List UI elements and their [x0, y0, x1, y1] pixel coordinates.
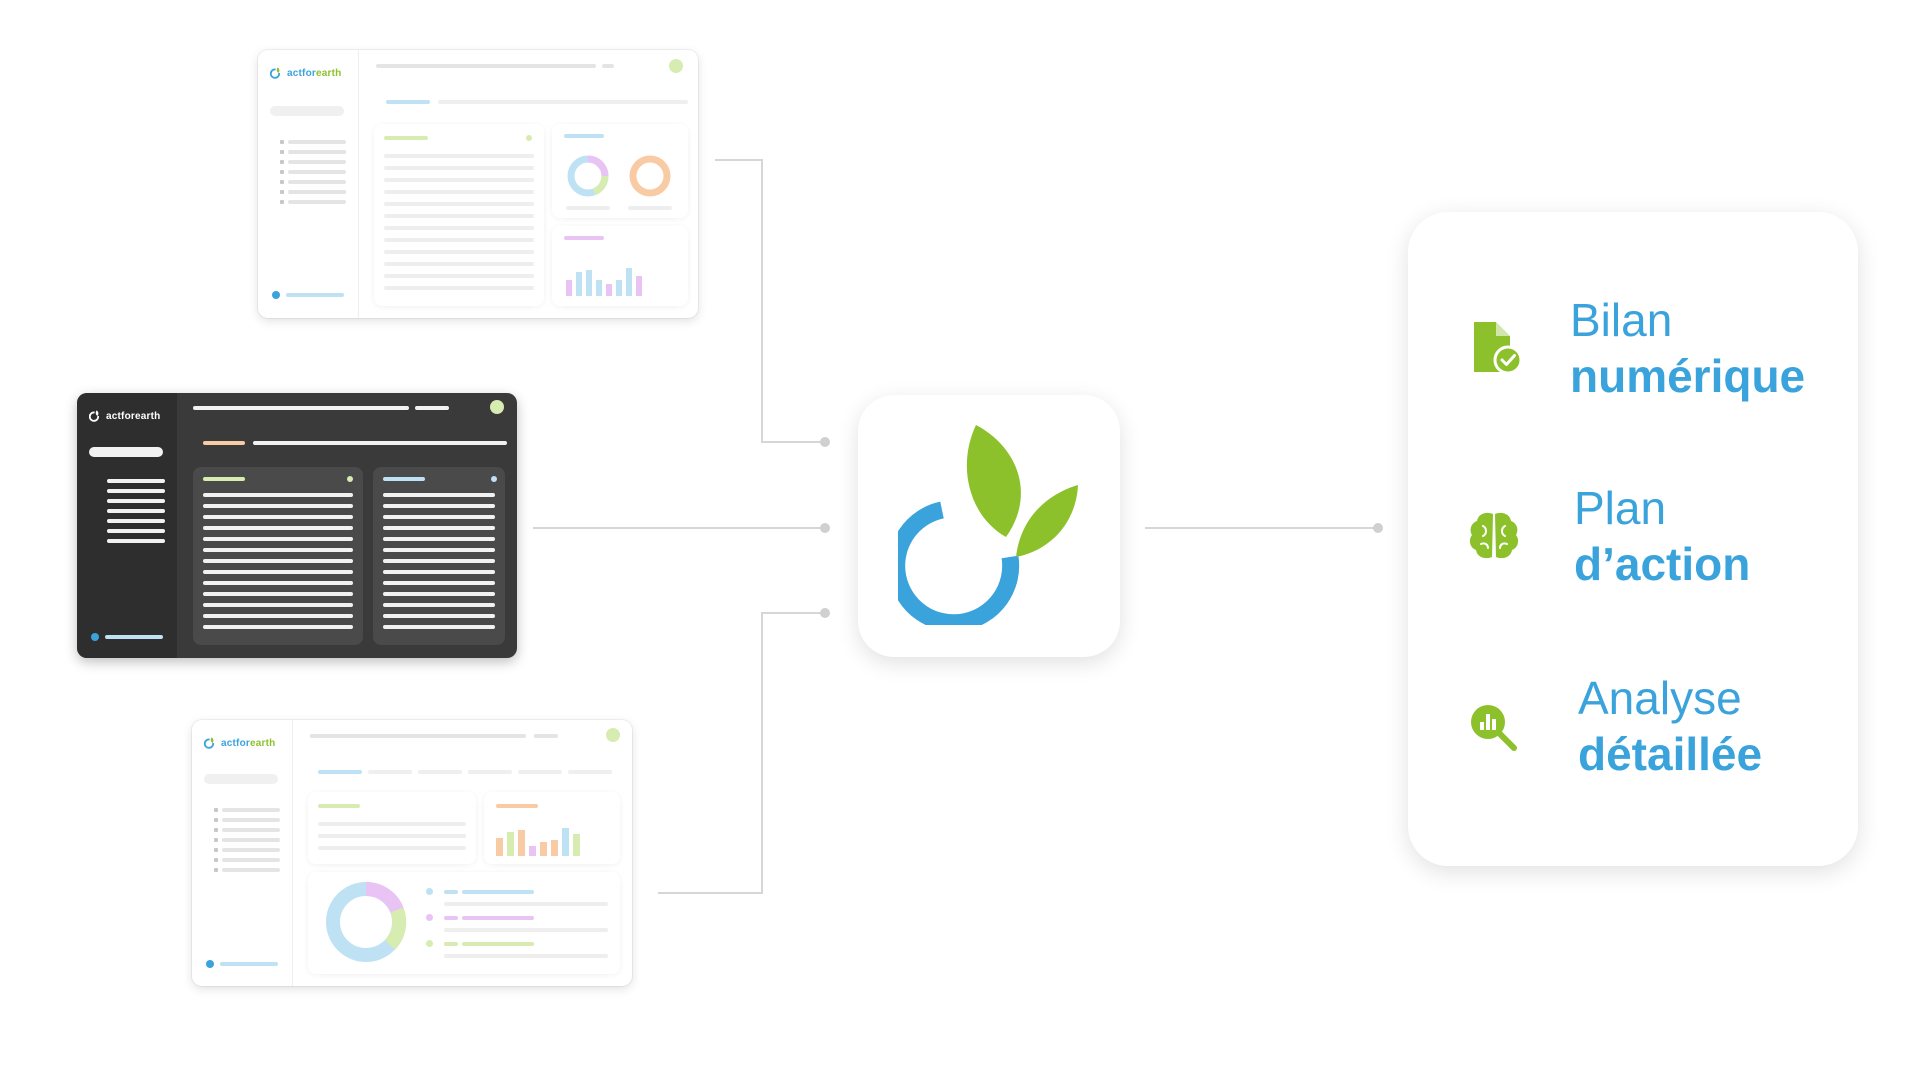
- actforearth-logo-icon: [204, 737, 215, 749]
- avatar: [490, 400, 504, 414]
- connector-dot: [820, 523, 830, 533]
- mockup-text-panel: [308, 792, 476, 864]
- bar-chart-icon: [496, 828, 580, 856]
- mockup-bars-panel: [552, 226, 688, 306]
- feature-title-line2: détaillée: [1578, 728, 1763, 780]
- document-check-icon: [1474, 322, 1523, 375]
- donut-chart-icon: [629, 155, 671, 197]
- mockup-search: [204, 774, 278, 784]
- features-card: Bilan numérique Plan d’action Analyse dé…: [1408, 212, 1858, 866]
- mockup-donut-panel: [308, 872, 620, 974]
- feature-title-line1: Plan: [1574, 482, 1667, 534]
- bar-chart-icon: [566, 268, 642, 296]
- mockup-search: [270, 106, 344, 116]
- mockup-list-panel: [193, 467, 363, 645]
- chart-search-icon: [1471, 705, 1517, 751]
- connector-dot: [820, 437, 830, 447]
- actforearth-logo-icon: [89, 410, 100, 422]
- donut-chart-icon: [326, 881, 407, 962]
- actforearth-logo-icon: [898, 425, 1078, 625]
- feature-title-line2: numérique: [1570, 350, 1806, 402]
- feature-title-line1: Bilan: [1570, 294, 1673, 346]
- mockup-bars-panel: [484, 792, 620, 864]
- avatar: [606, 728, 620, 742]
- center-logo-card: [858, 395, 1120, 657]
- avatar: [669, 59, 683, 73]
- feature-title-line1: Analyse: [1578, 672, 1742, 724]
- feature-title-line2: d’action: [1574, 538, 1751, 590]
- mockup-list-panel: [373, 467, 505, 645]
- mockup-search: [89, 447, 163, 457]
- mockup-list-panel: [374, 124, 544, 306]
- actforearth-logo-icon: [270, 67, 281, 79]
- connector-dot: [1373, 523, 1383, 533]
- donut-chart-icon: [567, 155, 609, 197]
- connector-dot: [820, 608, 830, 618]
- brain-icon: [1469, 512, 1519, 559]
- mockup-donut-panel: [552, 124, 688, 218]
